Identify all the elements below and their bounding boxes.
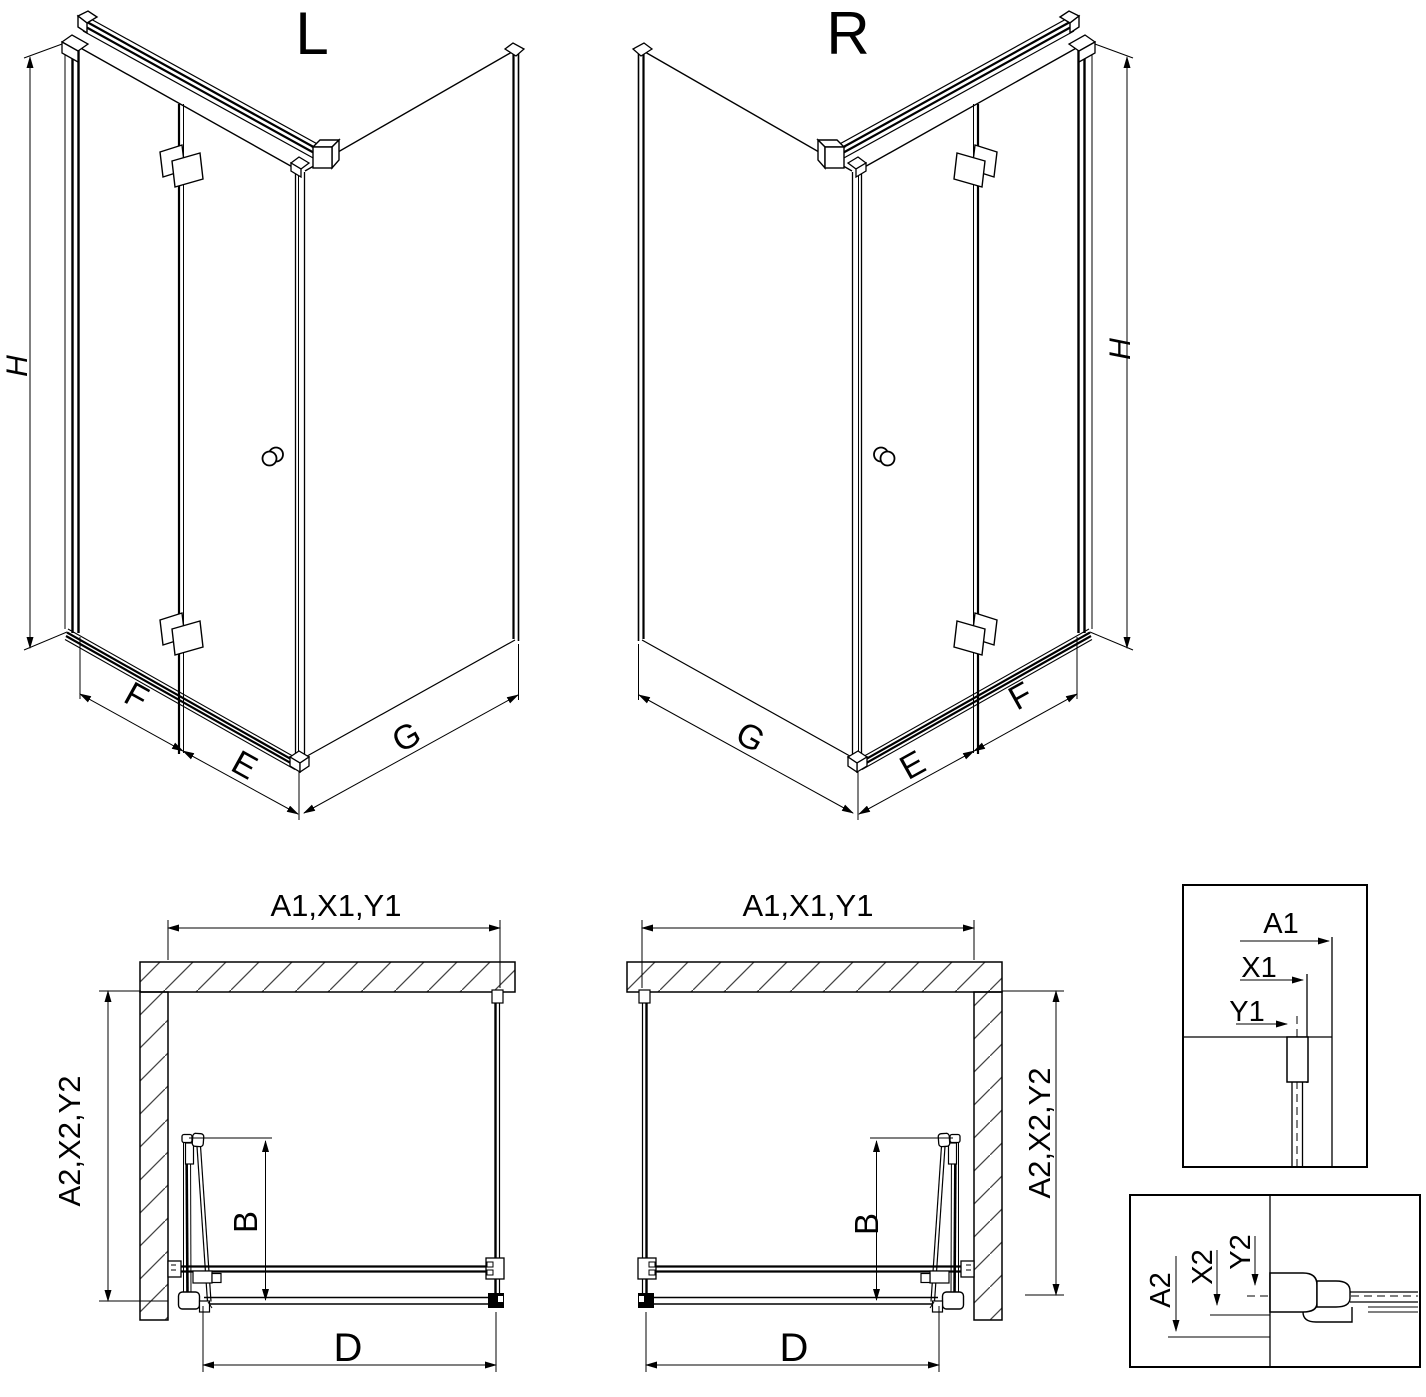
detail-box-top	[1182, 884, 1368, 1168]
detail-bottom-a2-label: A2	[1145, 1272, 1177, 1307]
plan-left-width-label: A1,X1,Y1	[271, 888, 402, 923]
plan-left-entry-label: D	[334, 1326, 363, 1370]
iso-left-label: L	[295, 0, 328, 67]
plan-right-door-label: B	[848, 1213, 885, 1235]
iso-right-height-label: H	[1104, 338, 1137, 360]
plan-right-entry-label: D	[780, 1326, 809, 1370]
plan-left-depth-label: A2,X2,Y2	[52, 1076, 87, 1207]
plan-left-door-label: B	[227, 1211, 264, 1233]
detail-box-bottom	[1129, 1194, 1421, 1368]
iso-right-label: R	[826, 0, 869, 67]
detail-top-y1-label: Y1	[1229, 996, 1264, 1028]
iso-left-height-label: H	[1, 355, 34, 377]
detail-top-a1-label: A1	[1263, 908, 1298, 940]
plan-right-width-label: A1,X1,Y1	[743, 888, 874, 923]
plan-right-depth-dim	[1002, 990, 1064, 1296]
detail-bottom-y2-label: Y2	[1225, 1234, 1257, 1269]
plan-right-depth-label: A2,X2,Y2	[1022, 1068, 1057, 1199]
plan-left-walls	[139, 961, 516, 1321]
detail-top-x1-label: X1	[1241, 952, 1276, 984]
plan-right-walls	[626, 961, 1003, 1321]
detail-bottom-x2-label: X2	[1187, 1249, 1219, 1284]
plan-left-depth-dim	[99, 990, 168, 1302]
